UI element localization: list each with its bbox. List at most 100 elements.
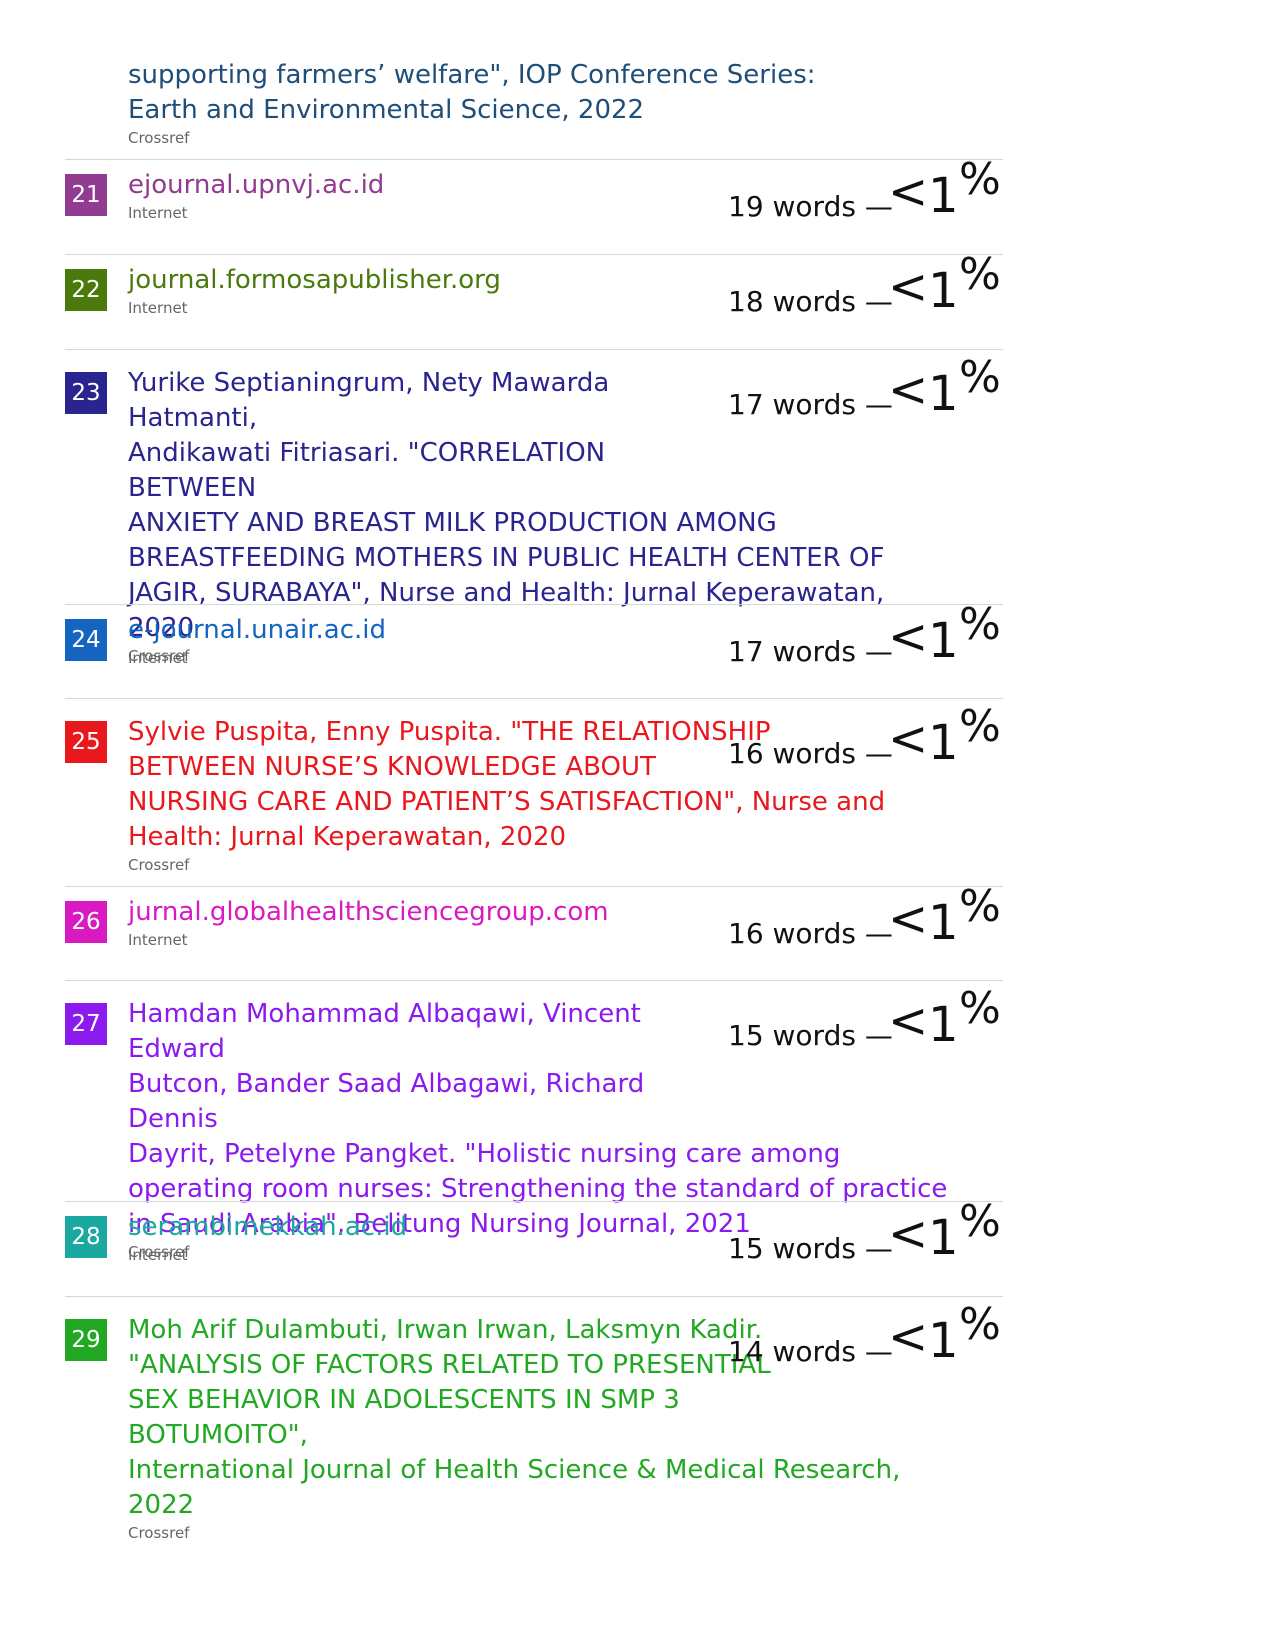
source-title-line[interactable]: JAGIR, SURABAYA", Nurse and Health: Jurn… bbox=[128, 578, 885, 608]
separator bbox=[65, 1201, 1003, 1202]
source-title[interactable]: jurnal.globalhealthsciencegroup.com Inte… bbox=[128, 895, 888, 949]
source-type: Crossref bbox=[128, 129, 190, 147]
separator bbox=[65, 1296, 1003, 1297]
source-title-line[interactable]: Dayrit, Petelyne Pangket. "Holistic nurs… bbox=[128, 1139, 841, 1169]
source-title[interactable]: Sylvie Puspita, Enny Puspita. "THE RELAT… bbox=[128, 715, 885, 874]
source-number-badge: 27 bbox=[65, 1003, 107, 1045]
source-title-line[interactable]: Health: Jurnal Keperawatan, 2020 bbox=[128, 822, 567, 852]
source-title-text[interactable]: Hamdan Mohammad Albaqawi, Vincent Edward… bbox=[128, 997, 947, 1242]
percent-value: 1 bbox=[928, 997, 959, 1053]
source-type: Internet bbox=[128, 931, 188, 949]
source-title[interactable]: journal.formosapublisher.org Internet bbox=[128, 263, 728, 317]
source-title-text[interactable]: journal.formosapublisher.org bbox=[128, 265, 501, 295]
less-than-sign: < bbox=[888, 259, 929, 315]
source-title[interactable]: e-journal.unair.ac.id Internet bbox=[128, 613, 728, 667]
percent-sign: % bbox=[959, 249, 1001, 300]
source-number-badge: 29 bbox=[65, 1319, 107, 1361]
percent-value: 1 bbox=[928, 1313, 959, 1369]
source-type: Internet bbox=[128, 204, 188, 222]
percent-value: 1 bbox=[928, 895, 959, 951]
source-title-line[interactable]: operating room nurses: Strengthening the… bbox=[128, 1174, 948, 1204]
percent-sign: % bbox=[959, 352, 1001, 403]
source-number-badge: 21 bbox=[65, 174, 107, 216]
source-title-line[interactable]: International Journal of Health Science … bbox=[128, 1455, 901, 1485]
source-title-line[interactable]: Yurike Septianingrum, Nety Mawarda Hatma… bbox=[128, 368, 610, 433]
source-title-line[interactable]: Sylvie Puspita, Enny Puspita. "THE RELAT… bbox=[128, 717, 771, 747]
separator bbox=[65, 349, 1003, 350]
source-title: supporting farmers’ welfare", IOP Confer… bbox=[128, 60, 816, 125]
percent-sign: % bbox=[959, 983, 1001, 1034]
less-than-sign: < bbox=[888, 891, 929, 947]
source-title-text[interactable]: Sylvie Puspita, Enny Puspita. "THE RELAT… bbox=[128, 715, 885, 855]
source-title-text[interactable]: Yurike Septianingrum, Nety Mawarda Hatma… bbox=[128, 366, 884, 646]
less-than-sign: < bbox=[888, 609, 929, 665]
word-count: 17 words — bbox=[728, 388, 893, 421]
source-title-line[interactable]: Andikawati Fitriasari. "CORRELATION BETW… bbox=[128, 438, 606, 503]
less-than-sign: < bbox=[888, 993, 929, 1049]
less-than-sign: < bbox=[888, 362, 929, 418]
word-count: 18 words — bbox=[728, 285, 893, 318]
source-title-line[interactable]: Moh Arif Dulambuti, Irwan Irwan, Laksmyn… bbox=[128, 1315, 763, 1345]
separator bbox=[65, 604, 1003, 605]
source-title-text[interactable]: serambimekkah.ac.id bbox=[128, 1212, 408, 1242]
less-than-sign: < bbox=[888, 711, 929, 767]
percent-sign: % bbox=[959, 154, 1001, 205]
percent-value: 1 bbox=[928, 715, 959, 771]
percent-value: 1 bbox=[928, 1210, 959, 1266]
continued-source-entry: supporting farmers’ welfare", IOP Confer… bbox=[128, 58, 888, 147]
separator bbox=[65, 886, 1003, 887]
source-title-text[interactable]: jurnal.globalhealthsciencegroup.com bbox=[128, 897, 609, 927]
source-title-line[interactable]: in Saudi Arabia", Belitung Nursing Journ… bbox=[128, 1209, 751, 1239]
source-title[interactable]: ejournal.upnvj.ac.id Internet bbox=[128, 168, 728, 222]
source-title-text[interactable]: ejournal.upnvj.ac.id bbox=[128, 170, 385, 200]
source-type: Crossref bbox=[128, 1243, 190, 1261]
source-number-badge: 24 bbox=[65, 619, 107, 661]
source-title[interactable]: serambimekkah.ac.id Internet bbox=[128, 1210, 728, 1264]
word-count: 19 words — bbox=[728, 190, 893, 223]
word-count: 15 words — bbox=[728, 1232, 893, 1265]
percent-value: 1 bbox=[928, 366, 959, 422]
source-title-text[interactable]: Moh Arif Dulambuti, Irwan Irwan, Laksmyn… bbox=[128, 1313, 900, 1523]
source-type: Crossref bbox=[128, 1524, 190, 1542]
source-title-line[interactable]: NURSING CARE AND PATIENT’S SATISFACTION"… bbox=[128, 787, 886, 817]
word-count: 17 words — bbox=[728, 635, 893, 668]
source-title[interactable]: Hamdan Mohammad Albaqawi, Vincent Edward… bbox=[128, 997, 947, 1261]
percent-sign: % bbox=[959, 1196, 1001, 1247]
source-type: Crossref bbox=[128, 856, 190, 874]
source-number-badge: 22 bbox=[65, 269, 107, 311]
less-than-sign: < bbox=[888, 1309, 929, 1365]
source-title-line[interactable]: BETWEEN NURSE’S KNOWLEDGE ABOUT bbox=[128, 752, 656, 782]
separator bbox=[65, 159, 1003, 160]
source-title-text[interactable]: e-journal.unair.ac.id bbox=[128, 615, 387, 645]
source-title-line[interactable]: BREASTFEEDING MOTHERS IN PUBLIC HEALTH C… bbox=[128, 543, 885, 573]
source-title-line[interactable]: Butcon, Bander Saad Albagawi, Richard De… bbox=[128, 1069, 645, 1134]
source-title-line[interactable]: "ANALYSIS OF FACTORS RELATED TO PRESENTI… bbox=[128, 1350, 771, 1380]
source-title-line[interactable]: 2022 bbox=[128, 1490, 195, 1520]
percent-sign: % bbox=[959, 599, 1001, 650]
source-type: Internet bbox=[128, 299, 188, 317]
source-number-badge: 23 bbox=[65, 372, 107, 414]
source-type: Internet bbox=[128, 1246, 188, 1264]
word-count: 15 words — bbox=[728, 1019, 893, 1052]
separator bbox=[65, 254, 1003, 255]
source-type: Internet bbox=[128, 649, 188, 667]
source-title-line[interactable]: ANXIETY AND BREAST MILK PRODUCTION AMONG bbox=[128, 508, 777, 538]
percent-sign: % bbox=[959, 1299, 1001, 1350]
separator bbox=[65, 980, 1003, 981]
less-than-sign: < bbox=[888, 1206, 929, 1262]
word-count: 16 words — bbox=[728, 917, 893, 950]
source-type: Crossref bbox=[128, 647, 190, 665]
less-than-sign: < bbox=[888, 164, 929, 220]
source-title-line[interactable]: SEX BEHAVIOR IN ADOLESCENTS IN SMP 3 BOT… bbox=[128, 1385, 680, 1450]
source-title[interactable]: Yurike Septianingrum, Nety Mawarda Hatma… bbox=[128, 366, 884, 665]
source-title-line[interactable]: Hamdan Mohammad Albaqawi, Vincent Edward bbox=[128, 999, 641, 1064]
percent-value: 1 bbox=[928, 168, 959, 224]
source-number-badge: 26 bbox=[65, 901, 107, 943]
source-title[interactable]: Moh Arif Dulambuti, Irwan Irwan, Laksmyn… bbox=[128, 1313, 900, 1542]
word-count: 14 words — bbox=[728, 1335, 893, 1368]
percent-value: 1 bbox=[928, 263, 959, 319]
percent-sign: % bbox=[959, 701, 1001, 752]
separator bbox=[65, 698, 1003, 699]
source-title-line[interactable]: 2020 bbox=[128, 613, 195, 643]
